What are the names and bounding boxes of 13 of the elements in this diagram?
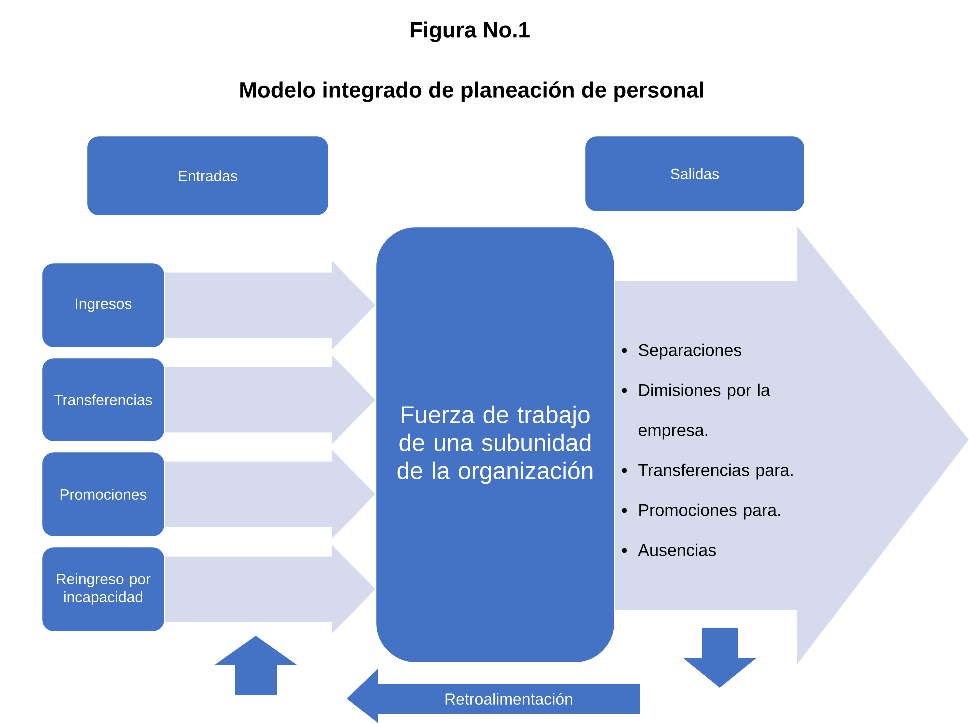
block-arrow (165, 261, 376, 350)
input-box: Ingresos (41, 262, 166, 349)
block-arrow (165, 545, 376, 634)
input-box: Transferencias (41, 357, 166, 443)
input-box: Reingreso por incapacidad (41, 546, 166, 633)
title: Modelo integrado de planeación de personal (240, 82, 704, 102)
input-box: Promociones (41, 451, 166, 538)
figure-number: Figura No.1 (410, 22, 530, 42)
header-box: Salidas (584, 135, 806, 213)
block-arrow (165, 356, 376, 444)
center-box: Fuerza de trabajo de una subunidad de la organización (375, 226, 616, 664)
header-box: Entradas (86, 135, 330, 217)
block-arrow (165, 450, 376, 539)
